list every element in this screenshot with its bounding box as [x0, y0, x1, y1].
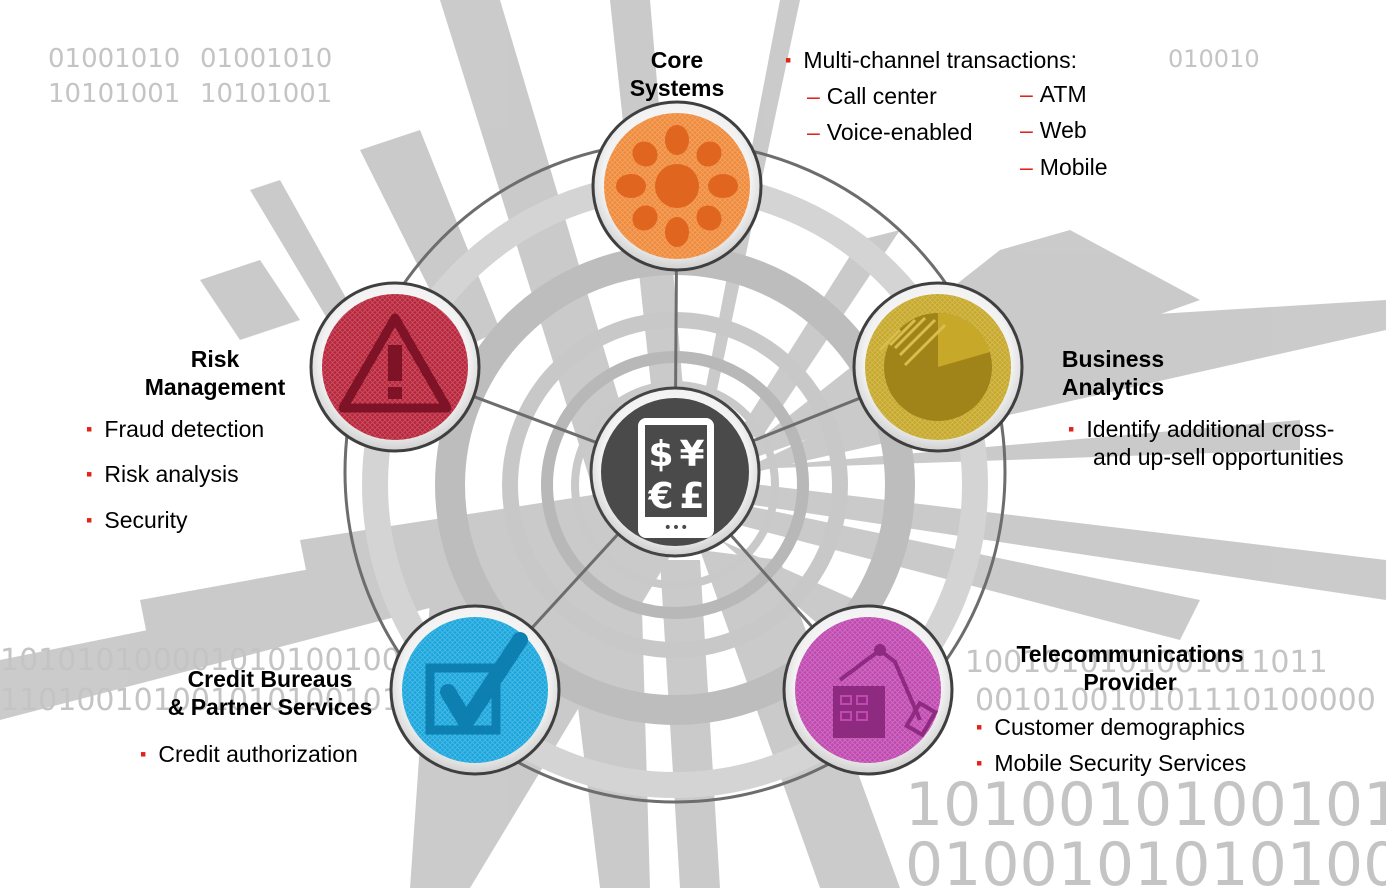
- node-core-systems: [591, 100, 763, 272]
- binary-text: 010010: [1168, 45, 1260, 73]
- dollar-symbol: $: [648, 434, 673, 475]
- risk-bullet: Security: [86, 506, 187, 536]
- background-binary: 01001010 01001010 10101001 10101001 0100…: [0, 44, 1386, 888]
- pound-symbol: £: [679, 476, 704, 517]
- binary-text: 1101001010010101001010: [0, 683, 420, 718]
- telecom-bullet: Customer demographics: [976, 713, 1245, 743]
- node-telecom-provider: [782, 604, 954, 776]
- pie-chart-icon: [878, 312, 992, 421]
- network-building-icon: [833, 644, 939, 738]
- core-systems-sub-item: Call center: [807, 82, 937, 110]
- binary-text: 10100101001010: [905, 770, 1386, 840]
- binary-text: 01001010: [200, 44, 332, 74]
- binary-text: 01001010101001: [905, 830, 1386, 888]
- warning-triangle-icon: [338, 313, 452, 413]
- core-systems-bullet: Multi-channel transactions:: [785, 46, 1077, 76]
- core-systems-title: Core Systems: [629, 47, 725, 101]
- binary-text: 01001010: [48, 44, 180, 74]
- tablet-dots: •••: [664, 520, 689, 536]
- credit-bureaus-title: Credit Bureaus & Partner Services: [167, 666, 373, 720]
- analytics-bullet-continuation: and up-sell opportunities: [1093, 444, 1344, 470]
- currency-tablet-icon: $ ¥ € £ •••: [638, 418, 714, 538]
- core-systems-sub-item: Mobile: [1020, 153, 1108, 181]
- risk-management-title: Risk Management: [144, 346, 286, 400]
- core-systems-sub-item: Voice-enabled: [807, 118, 973, 146]
- binary-text: 1001010101001011011: [965, 645, 1328, 680]
- core-systems-sub-item: Web: [1020, 116, 1087, 144]
- sun-flower-icon: [616, 125, 738, 247]
- center-node: $ ¥ € £ •••: [589, 386, 761, 558]
- node-credit-bureaus: [389, 604, 561, 776]
- business-analytics-title: Business Analytics: [1061, 346, 1165, 400]
- binary-text: 10101001: [200, 79, 332, 109]
- credit-bullet: Credit authorization: [140, 740, 357, 770]
- binary-text: 10101001: [48, 79, 180, 109]
- binary-text: 10101010000101010010010: [0, 643, 439, 678]
- node-risk-management: [309, 281, 481, 453]
- yen-symbol: ¥: [679, 434, 704, 475]
- risk-bullet: Risk analysis: [86, 460, 238, 490]
- checkbox-check-icon: [425, 632, 528, 735]
- telecom-provider-title: Telecommunications Provider: [1016, 641, 1244, 695]
- telecom-bullet: Mobile Security Services: [976, 749, 1246, 779]
- core-systems-sub-item: ATM: [1020, 80, 1087, 108]
- analytics-bullet: Identify additional cross-: [1068, 415, 1334, 445]
- node-business-analytics: [852, 281, 1024, 453]
- risk-bullet: Fraud detection: [86, 415, 264, 445]
- euro-symbol: €: [647, 476, 673, 517]
